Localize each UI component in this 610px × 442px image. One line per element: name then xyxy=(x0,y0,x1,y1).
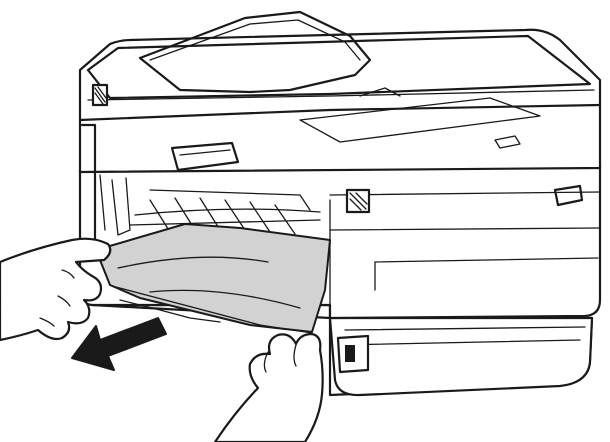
paper-tray xyxy=(328,316,594,397)
left-grip-icon xyxy=(91,83,109,107)
pull-direction-arrow xyxy=(71,317,167,371)
jammed-paper xyxy=(95,223,331,333)
scanner-lid xyxy=(86,34,592,100)
right-hand xyxy=(213,332,324,442)
left-hand xyxy=(0,237,112,342)
right-grip-icon xyxy=(345,188,371,214)
